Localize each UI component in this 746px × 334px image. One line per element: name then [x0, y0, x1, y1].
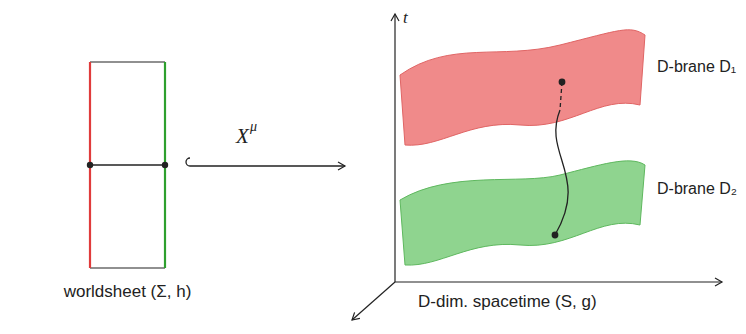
x-axis [395, 281, 722, 282]
caption-label: worldsheet (Σ, h) [64, 282, 192, 302]
shape-outline [395, 20, 650, 150]
inclusion-arrow [186, 158, 345, 166]
t-axis [394, 14, 395, 282]
map-index: μ [250, 119, 257, 135]
caption-label: D-dim. spacetime (S, g) [418, 292, 597, 312]
d-brane-surface: D-brane D₂ [395, 155, 650, 270]
shape-outline [90, 62, 165, 268]
d-brane-surface: D-brane D₁ [395, 20, 650, 150]
brane-label: D-brane D₂ [657, 180, 737, 198]
axis-label: t [403, 8, 408, 28]
worldsheet: worldsheet (Σ, h) [90, 62, 165, 268]
brane-label: D-brane D₁ [657, 58, 736, 76]
y-axis [352, 282, 395, 320]
shape-outline [395, 155, 650, 270]
map-symbol: X [236, 124, 249, 149]
